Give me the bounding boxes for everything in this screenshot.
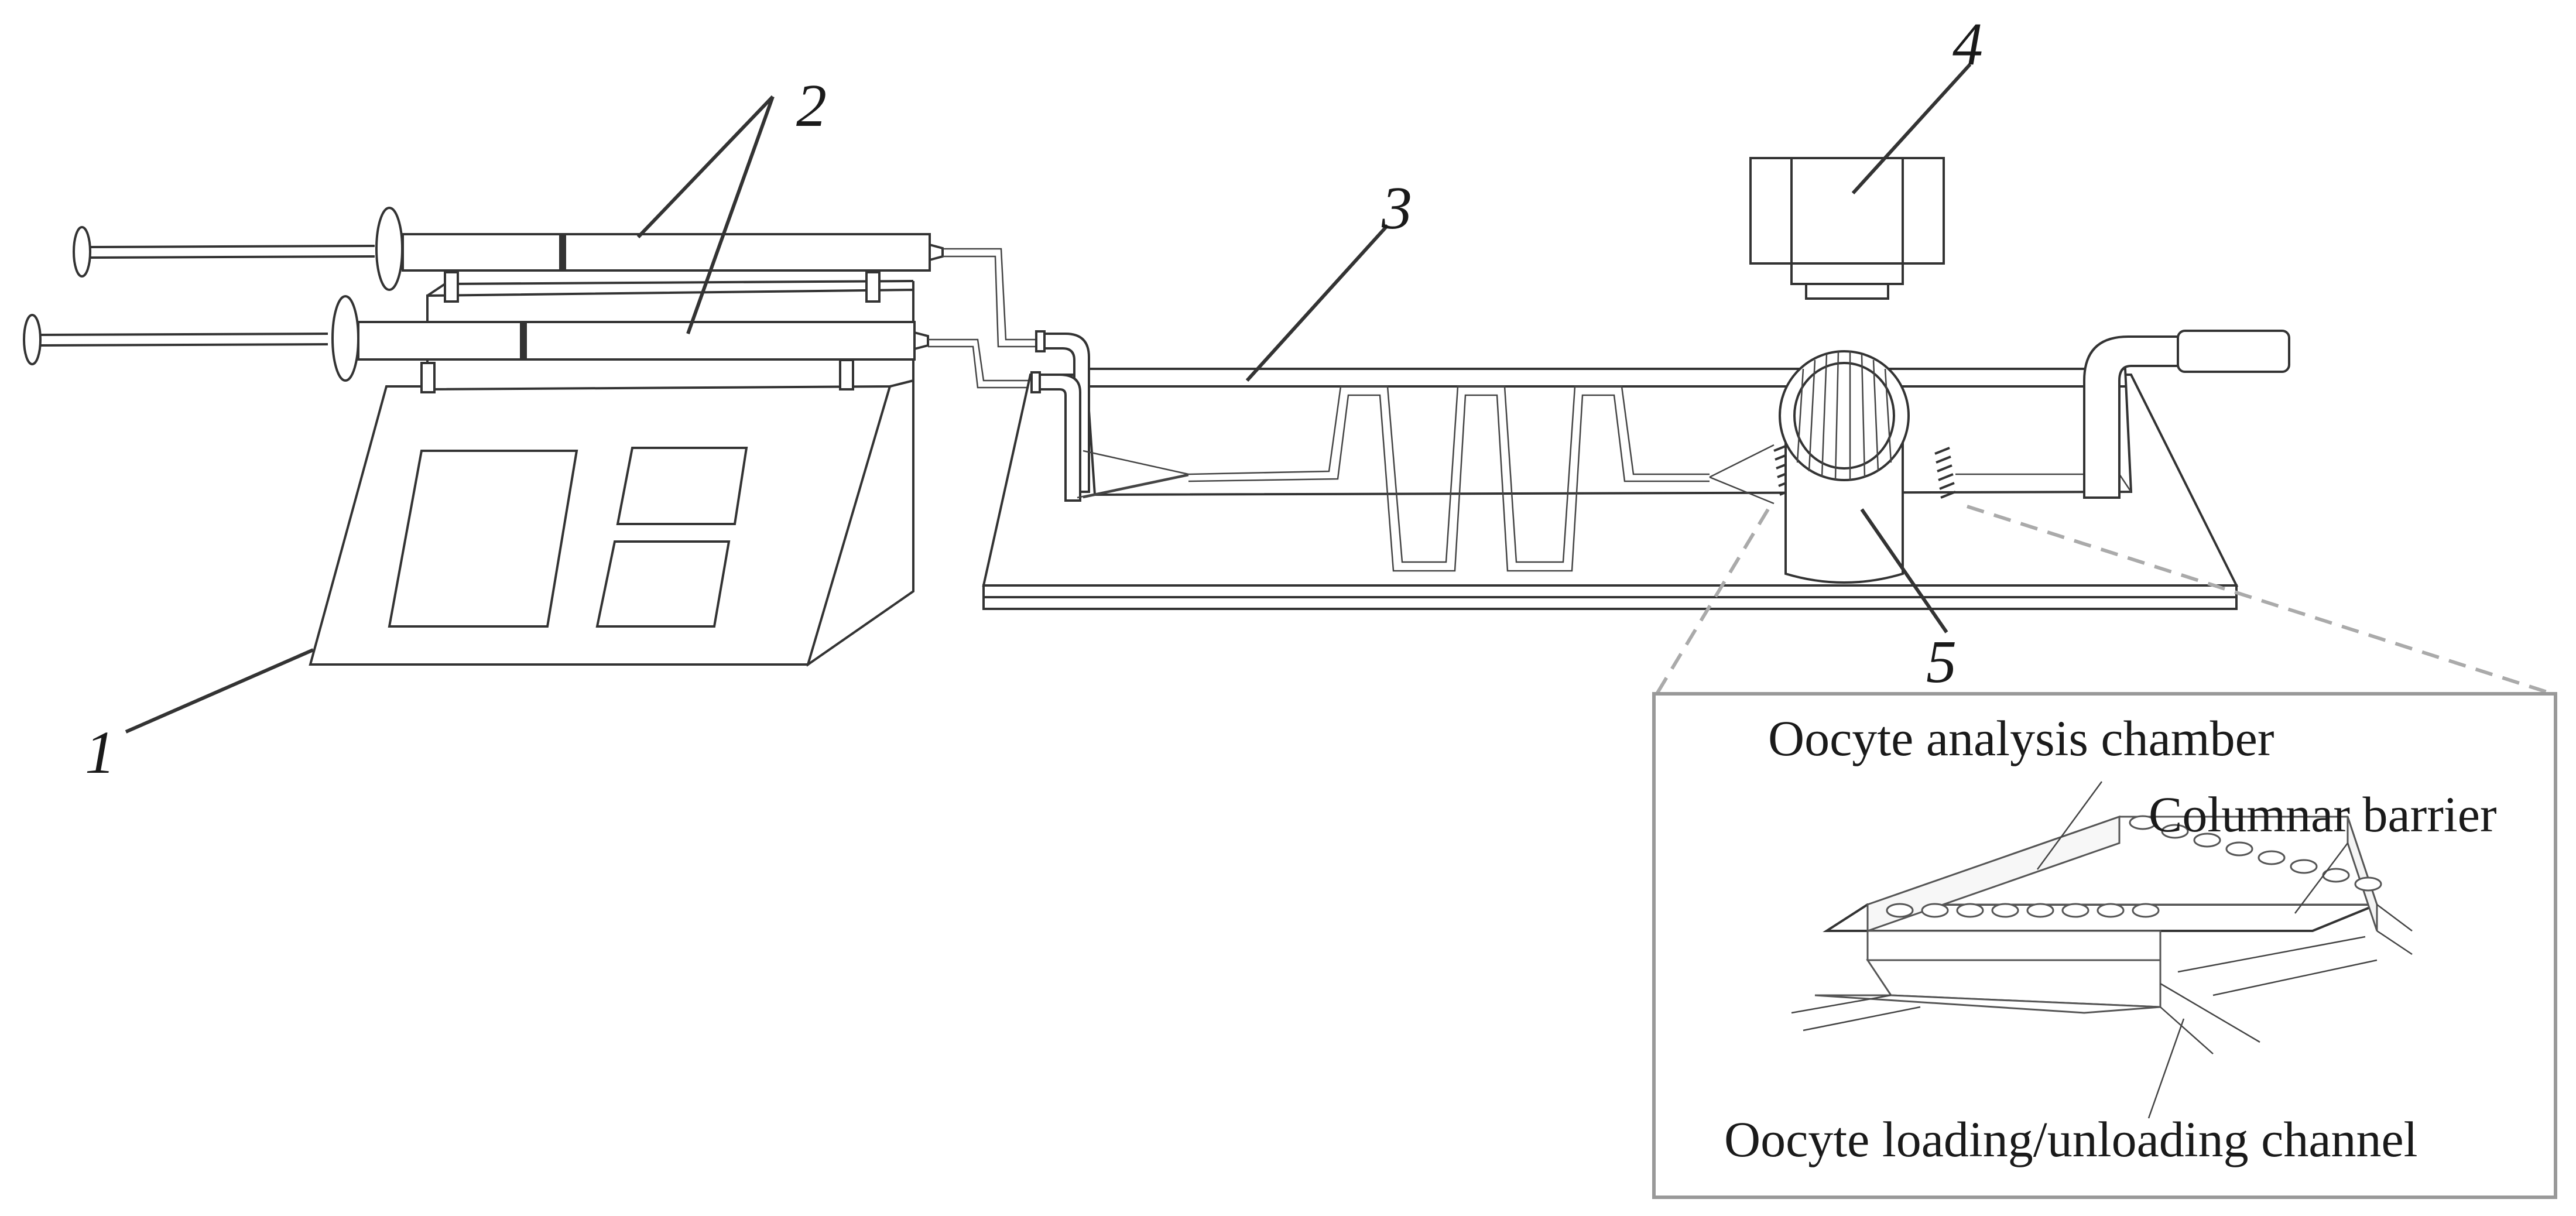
microscope-objective: [1749, 157, 1945, 300]
outlet-tube: [2177, 330, 2290, 373]
pump-display: [388, 450, 578, 628]
leaders: [125, 63, 1972, 734]
chip-outlet: [2083, 330, 2290, 499]
inset-chamber-drawing: [1791, 815, 2413, 1054]
syringe-upper-barrel: [402, 233, 931, 272]
zoom-callout: [1655, 505, 2553, 696]
label-4: 4: [1952, 11, 1983, 78]
serpentine-channel: [1188, 385, 1710, 563]
label-5: 5: [1926, 628, 1957, 696]
inset-label-barrier: Columnar barrier: [2149, 786, 2497, 842]
chip-cover-plate: [1084, 368, 2133, 496]
chip-inlets: [1030, 330, 1090, 502]
syringe-upper-plunger-cap: [73, 226, 91, 278]
analysis-chamber: [1779, 350, 1910, 584]
inset-panel: Oocyte analysis chamber Columnar barrier…: [1652, 692, 2557, 1199]
syringe-lower-plunger-cap: [23, 314, 42, 365]
inset-label-chamber: Oocyte analysis chamber: [1768, 710, 2274, 766]
objective-body: [1749, 157, 1945, 265]
label-3: 3: [1381, 174, 1412, 242]
inset-label-channel: Oocyte loading/unloading channel: [1724, 1111, 2418, 1167]
pillar-row-right: [2129, 815, 2382, 892]
pump-button-lower: [595, 540, 731, 628]
syringe-lower-barrel: [357, 321, 916, 361]
label-1: 1: [85, 719, 115, 786]
pillar-row-front: [1886, 903, 2160, 918]
syringe-lower: [23, 295, 929, 382]
microfluidic-chip: [982, 330, 2290, 610]
barrier-hatch-right: [1934, 447, 1956, 499]
pump-button-upper: [616, 447, 748, 525]
tubing: [928, 248, 1042, 389]
label-2: 2: [796, 72, 827, 139]
syringe-upper: [73, 207, 944, 291]
syringe-upper-flange: [375, 207, 403, 291]
syringe-lower-flange: [331, 295, 359, 382]
